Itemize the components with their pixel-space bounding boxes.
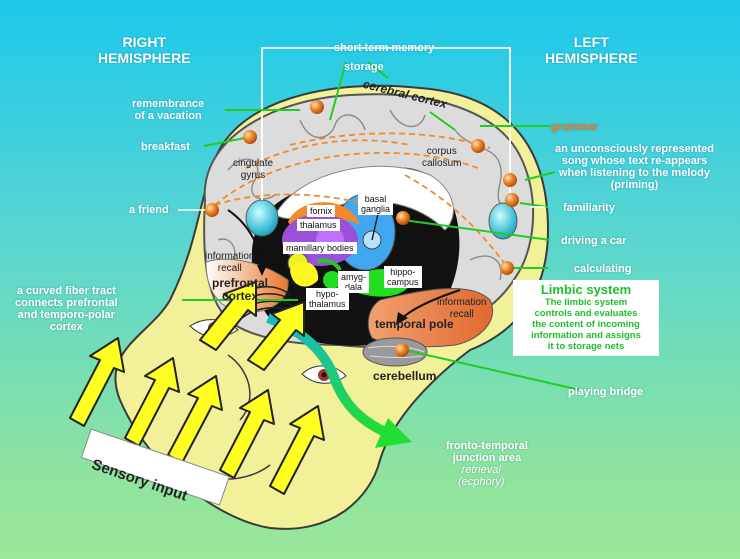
label-fronto-temporal: fronto-temporal junction area	[446, 440, 528, 464]
heading-right-hemisphere: RIGHT HEMISPHERE	[98, 34, 191, 66]
box-hypothalamus: hypo- thalamus	[306, 288, 349, 310]
box-mamillary-bodies: mamillary bodies	[283, 242, 357, 254]
limbic-system-title: Limbic system	[517, 283, 655, 297]
label-temporal-pole: temporal pole	[375, 318, 454, 330]
heading-left-hemisphere: LEFT HEMISPHERE	[545, 34, 638, 66]
label-breakfast: breakfast	[141, 141, 190, 153]
label-short-term-memory: short term memory	[334, 42, 434, 54]
label-driving-a-car: driving a car	[561, 235, 626, 247]
limbic-system-box: Limbic system The limbic system controls…	[513, 280, 659, 356]
label-prefrontal-cortex: prefrontal cortex	[212, 277, 268, 303]
box-fornix: fornix	[307, 205, 335, 217]
label-storage: storage	[344, 61, 384, 73]
label-cingulate-gyrus: cingulate gyrus	[233, 158, 273, 182]
label-remembrance: remembrance of a vacation	[132, 98, 204, 122]
box-thalamus: thalamus	[297, 219, 340, 231]
box-basal-ganglia: basal ganglia	[358, 193, 393, 215]
label-familiarity: familiarity	[563, 202, 615, 214]
label-corpus-callosum: corpus callosum	[422, 146, 461, 170]
label-grammar: grammar	[551, 121, 598, 133]
label-cerebellum: cerebellum	[373, 370, 436, 382]
label-song-priming: an unconsciously represented song whose …	[555, 143, 714, 191]
label-calculating: calculating	[574, 263, 631, 275]
label-retrieval: retrieval (ecphory)	[458, 464, 504, 488]
cingulate-gyrus-blob	[246, 200, 278, 236]
label-information-recall-left: information recall	[205, 251, 254, 275]
box-hippocampus: hippo- campus	[384, 266, 422, 288]
label-a-friend: a friend	[129, 204, 169, 216]
limbic-system-text: The limbic system controls and evaluates…	[517, 297, 655, 352]
label-curved-fiber-tract: a curved fiber tract connects prefrontal…	[15, 285, 118, 333]
label-playing-bridge: playing bridge	[568, 386, 643, 398]
